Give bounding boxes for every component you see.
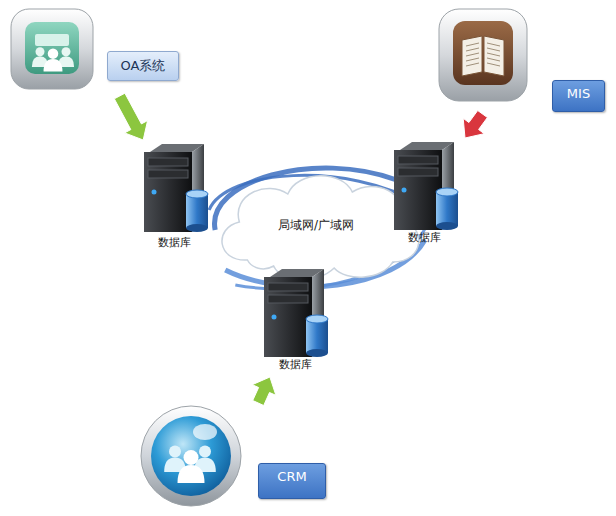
database-server: 数据库 [380,138,468,250]
server-label: 数据库 [250,357,340,372]
server-label: 数据库 [380,230,468,245]
system-label: MIS [552,80,605,112]
application-node: CRM [138,403,330,511]
flow-arrow [114,93,147,140]
oa-icon [8,6,98,94]
flow-arrow [463,111,487,139]
server-label: 数据库 [130,235,218,250]
database-server: 数据库 [250,265,340,377]
crm-icon [138,403,244,509]
flow-arrow [252,377,276,406]
application-node: MIS [436,6,608,114]
system-label: CRM [258,463,326,499]
system-label: OA系统 [107,51,179,81]
mis-icon [436,6,532,106]
srv-icon [380,138,466,234]
srv-icon [130,140,216,236]
database-server: 数据库 [130,140,218,255]
application-node: OA系统 [8,6,183,96]
srv-icon [250,265,336,361]
